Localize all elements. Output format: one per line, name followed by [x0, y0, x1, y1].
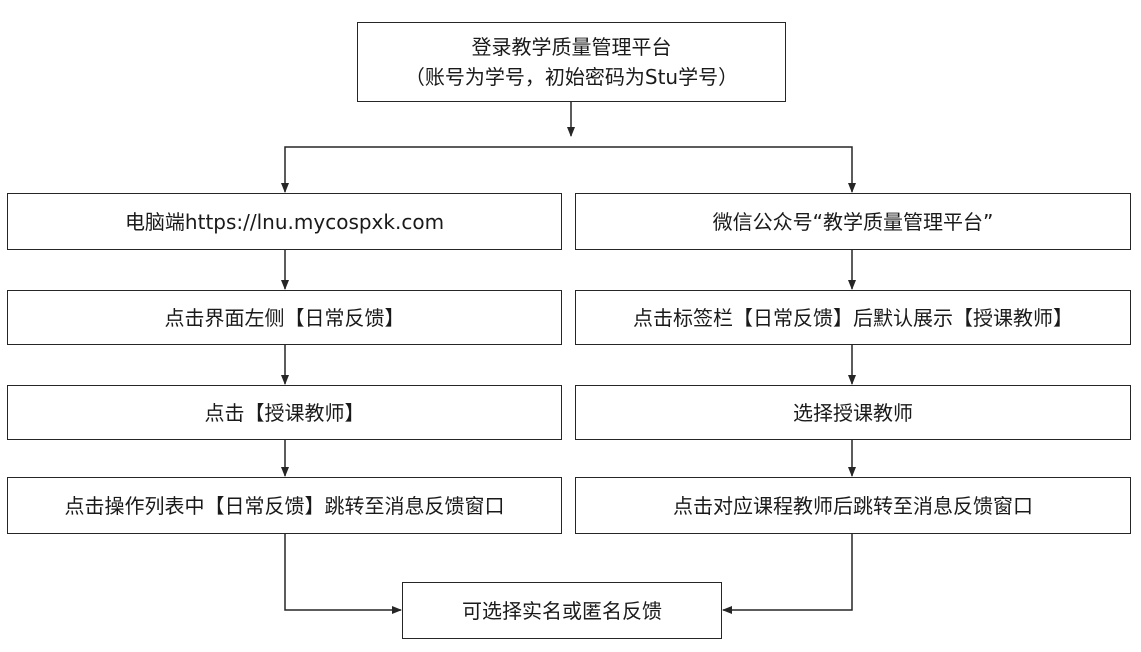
node-pc-client: 电脑端https://lnu.mycospxk.com — [7, 193, 562, 250]
node-wx-step-select-teacher: 选择授课教师 — [575, 385, 1131, 440]
node-final-label: 可选择实名或匿名反馈 — [462, 598, 662, 623]
connector-split-to-pc — [281, 146, 571, 193]
node-wx-step3-label: 点击对应课程教师后跳转至消息反馈窗口 — [673, 493, 1033, 518]
connector-wx-step3-to-final — [722, 534, 853, 614]
node-login-platform: 登录教学质量管理平台 （账号为学号，初始密码为Stu学号） — [357, 22, 786, 102]
node-wx-step-open-feedback-window: 点击对应课程教师后跳转至消息反馈窗口 — [575, 477, 1131, 534]
node-pc-step-teachers: 点击【授课教师】 — [7, 385, 562, 440]
node-final-feedback-mode: 可选择实名或匿名反馈 — [402, 582, 722, 639]
node-login-title: 登录教学质量管理平台 — [471, 35, 672, 59]
node-wechat-account: 微信公众号“教学质量管理平台” — [575, 193, 1131, 250]
node-wx-step2-label: 选择授课教师 — [793, 400, 913, 425]
node-pc-client-label: 电脑端https://lnu.mycospxk.com — [124, 209, 445, 234]
node-pc-step3-label: 点击操作列表中【日常反馈】跳转至消息反馈窗口 — [64, 493, 505, 518]
node-pc-step-daily-feedback: 点击界面左侧【日常反馈】 — [7, 290, 562, 345]
node-login-credentials: （账号为学号，初始密码为Stu学号） — [404, 65, 739, 89]
connector-split-to-wechat — [571, 146, 856, 193]
node-wechat-account-label: 微信公众号“教学质量管理平台” — [712, 209, 994, 234]
node-pc-step-open-feedback-window: 点击操作列表中【日常反馈】跳转至消息反馈窗口 — [7, 477, 562, 534]
node-wx-step1-label: 点击标签栏【日常反馈】后默认展示【授课教师】 — [633, 305, 1073, 330]
node-pc-step2-label: 点击【授课教师】 — [204, 400, 365, 425]
connector-pc-step3-to-final — [284, 534, 402, 614]
node-wx-step-tab-daily-feedback: 点击标签栏【日常反馈】后默认展示【授课教师】 — [575, 290, 1131, 345]
node-pc-step1-label: 点击界面左侧【日常反馈】 — [164, 305, 405, 330]
